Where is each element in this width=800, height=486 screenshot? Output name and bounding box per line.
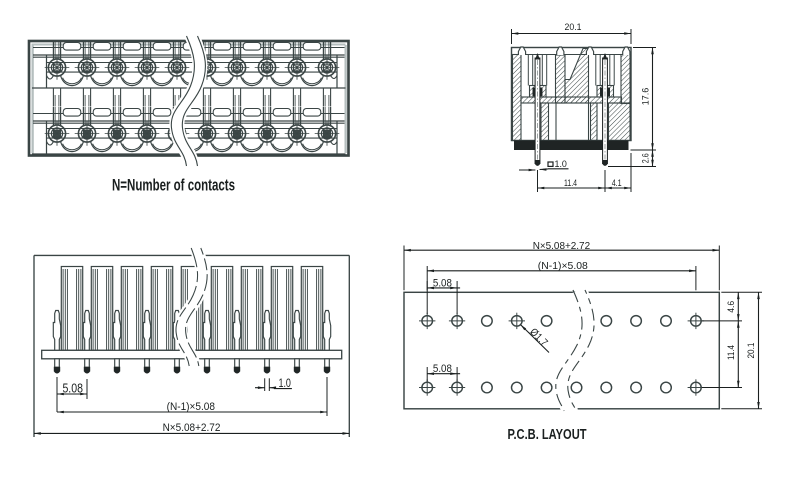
svg-text:(N-1)×5.08: (N-1)×5.08 <box>167 401 215 413</box>
svg-text:5.08: 5.08 <box>433 277 452 289</box>
svg-text:N×5.08+2.72: N×5.08+2.72 <box>533 240 591 252</box>
svg-text:1.0: 1.0 <box>278 376 291 390</box>
svg-text:(N-1)×5.08: (N-1)×5.08 <box>538 260 588 272</box>
svg-text:20.1: 20.1 <box>746 343 757 359</box>
svg-text:N=Number of contacts: N=Number of contacts <box>112 177 235 195</box>
svg-text:1.0: 1.0 <box>555 159 567 169</box>
svg-text:N×5.08+2.72: N×5.08+2.72 <box>163 422 221 434</box>
svg-text:4.6: 4.6 <box>726 301 737 313</box>
svg-text:20.1: 20.1 <box>565 22 582 32</box>
svg-text:P.C.B. LAYOUT: P.C.B. LAYOUT <box>508 427 587 443</box>
svg-text:5.08: 5.08 <box>433 363 452 375</box>
svg-text:17.6: 17.6 <box>641 88 651 106</box>
svg-text:5.08: 5.08 <box>62 380 83 395</box>
svg-text:11.4: 11.4 <box>726 345 737 360</box>
svg-text:4.1: 4.1 <box>612 178 622 188</box>
svg-text:2.6: 2.6 <box>641 153 651 163</box>
svg-text:11.4: 11.4 <box>564 178 577 188</box>
